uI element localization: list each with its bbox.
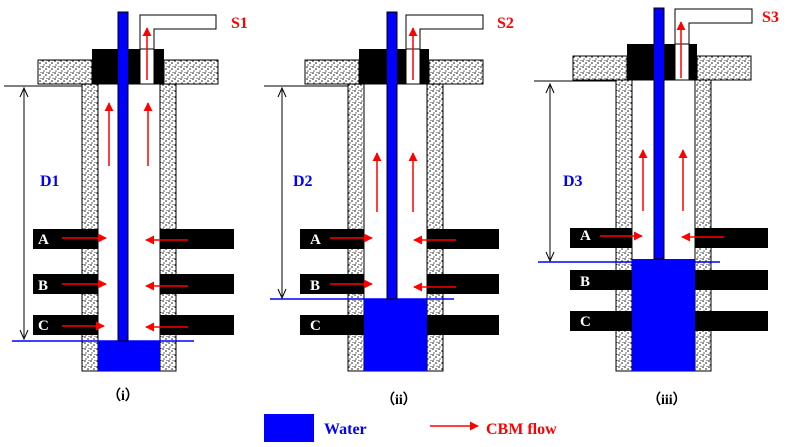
panel-caption: （ii） — [381, 392, 417, 408]
coal-seam-a-right — [160, 229, 234, 249]
coal-seam-a-right — [427, 229, 499, 249]
tubing-through-head — [654, 44, 664, 80]
depth-arrow-head-bottom — [19, 329, 29, 341]
panel-3: A B C D3 S3 （iii） — [534, 7, 779, 408]
coal-seam-c-right — [427, 315, 499, 335]
legend-water-label: Water — [324, 421, 367, 438]
legend-cbm-label: CBM flow — [486, 421, 557, 438]
casing — [97, 83, 161, 372]
surface-stipple-right — [163, 59, 219, 85]
seam-label-b: B — [310, 278, 320, 294]
coal-seam-a-right — [695, 228, 768, 248]
flow-label: S3 — [762, 9, 779, 26]
coal-seam-b-left — [570, 270, 632, 290]
coal-seam-c-left — [33, 315, 98, 335]
seam-label-b: B — [38, 278, 48, 294]
outlet-pipe-in-head — [674, 43, 690, 81]
panel-caption: （iii） — [647, 392, 687, 408]
depth-label: D1 — [40, 173, 60, 190]
tubing — [653, 7, 665, 260]
surface-stipple-left — [304, 59, 360, 85]
tubing — [386, 11, 398, 300]
panel-caption: （i） — [107, 388, 139, 404]
depth-label: D3 — [563, 173, 583, 190]
seam-label-a: A — [38, 232, 49, 248]
coal-seam-c-right — [695, 311, 768, 331]
depth-arrow-head-top — [19, 86, 29, 98]
coal-seam-a-left — [33, 229, 98, 249]
depth-arrow-head-bottom — [545, 251, 555, 263]
seam-label-b: B — [580, 274, 590, 290]
tubing-through-head — [118, 49, 128, 84]
panel-2: A B C D2 S2 （ii） — [264, 11, 514, 408]
coal-seam-c-right — [160, 315, 234, 335]
tubing — [117, 11, 129, 342]
seam-label-a: A — [310, 232, 321, 248]
water-column — [364, 299, 427, 371]
coal-seam-a-left — [300, 229, 364, 249]
seam-label-c: C — [580, 314, 591, 330]
surface-stipple-left — [572, 55, 628, 81]
coal-seam-b-right — [160, 274, 234, 294]
panel-1: A B C D1 S1 （i） — [4, 11, 248, 404]
coal-seam-c-left — [300, 315, 364, 335]
flow-label: S2 — [497, 15, 514, 32]
depth-arrow-head-top — [277, 86, 287, 98]
tubing-through-head — [387, 49, 397, 84]
seam-label-c: C — [310, 318, 321, 334]
depth-label: D2 — [293, 173, 313, 190]
seam-label-c: C — [38, 318, 49, 334]
legend: Water CBM flow — [264, 414, 557, 442]
flow-label: S1 — [231, 15, 248, 32]
water-column — [98, 341, 160, 371]
surface-stipple-right — [696, 55, 752, 81]
seam-label-a: A — [580, 228, 591, 244]
water-column — [632, 259, 695, 371]
coal-seam-c-left — [570, 311, 632, 331]
coal-seam-b-right — [695, 270, 768, 290]
water-swatch-icon — [264, 414, 314, 442]
surface-stipple-left — [37, 59, 93, 85]
coal-seam-b-right — [427, 274, 499, 294]
depth-arrow-head-top — [545, 82, 555, 94]
coal-seam-a-left — [570, 228, 632, 248]
surface-stipple-right — [428, 59, 484, 85]
depth-arrow-head-bottom — [277, 288, 287, 300]
